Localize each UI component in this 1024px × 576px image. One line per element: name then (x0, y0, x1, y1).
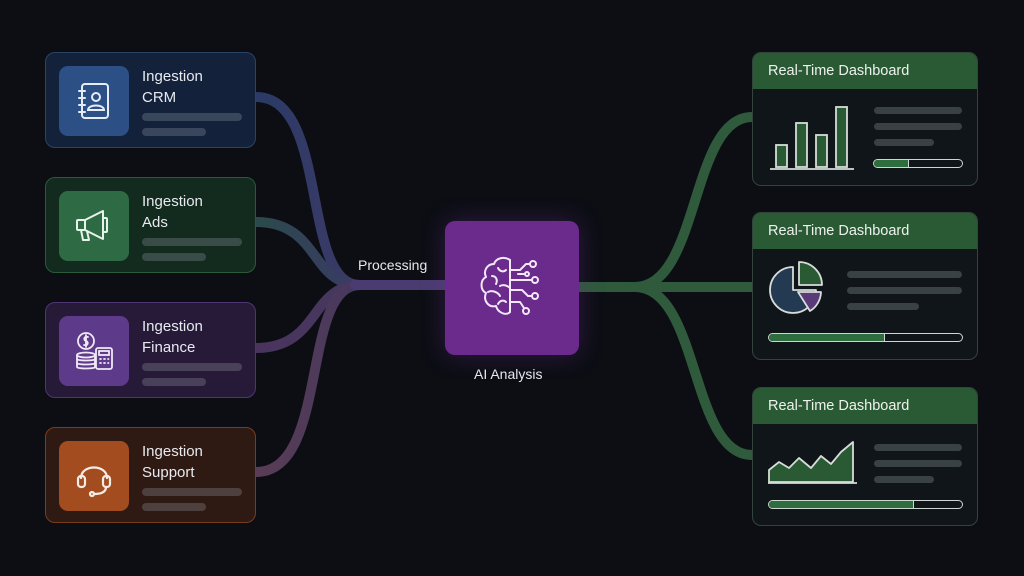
source-title-line1: Ingestion (142, 68, 203, 85)
placeholder-line (142, 113, 242, 121)
placeholder-line (847, 303, 919, 310)
pie-chart-icon (769, 261, 823, 314)
placeholder-line (142, 503, 206, 511)
placeholder-line (142, 238, 242, 246)
source-title-line1: Ingestion (142, 318, 203, 335)
placeholder-line (874, 444, 962, 451)
progress-bar (873, 159, 963, 168)
ai-analysis-label: AI Analysis (474, 366, 543, 382)
contact-book-icon (59, 66, 129, 136)
source-title-line2: Ads (142, 214, 168, 231)
placeholder-line (874, 460, 962, 467)
placeholder-line (142, 128, 206, 136)
dashboard-card-bar[interactable]: Real-Time Dashboard (752, 52, 978, 186)
placeholder-line (142, 363, 242, 371)
dashboard-title: Real-Time Dashboard (753, 213, 977, 249)
placeholder-line (874, 139, 934, 146)
finance-calculator-icon (59, 316, 129, 386)
placeholder-line (847, 287, 962, 294)
placeholder-line (874, 123, 962, 130)
flow-line-dash-1 (630, 112, 757, 292)
dashboard-card-pie[interactable]: Real-Time Dashboard (752, 212, 978, 360)
placeholder-line (847, 271, 962, 278)
dashboard-title: Real-Time Dashboard (753, 388, 977, 424)
progress-fill (769, 501, 914, 508)
placeholder-line (874, 476, 934, 483)
ai-analysis-node[interactable] (445, 221, 579, 355)
progress-fill (769, 334, 885, 341)
progress-bar (768, 333, 963, 342)
placeholder-line (142, 488, 242, 496)
headset-icon (59, 441, 129, 511)
flow-line-support (251, 280, 365, 477)
source-title-line2: CRM (142, 89, 177, 106)
dashboard-title: Real-Time Dashboard (753, 53, 977, 89)
placeholder-line (142, 378, 206, 386)
brain-circuit-icon (480, 256, 539, 315)
megaphone-icon (59, 191, 129, 261)
source-title-line2: Finance (142, 339, 196, 356)
progress-bar (768, 500, 963, 509)
flow-line-crm (251, 92, 365, 290)
source-title-line2: Support (142, 464, 195, 481)
source-title-line1: Ingestion (142, 443, 203, 460)
dashboard-card-area[interactable]: Real-Time Dashboard (752, 387, 978, 526)
source-title-line1: Ingestion (142, 193, 203, 210)
placeholder-line (142, 253, 206, 261)
progress-fill (874, 160, 910, 167)
flow-line-dash-3 (630, 282, 757, 460)
area-chart-icon (768, 441, 857, 484)
placeholder-line (874, 107, 962, 114)
processing-label: Processing (358, 257, 428, 273)
bar-chart-icon (770, 106, 854, 170)
